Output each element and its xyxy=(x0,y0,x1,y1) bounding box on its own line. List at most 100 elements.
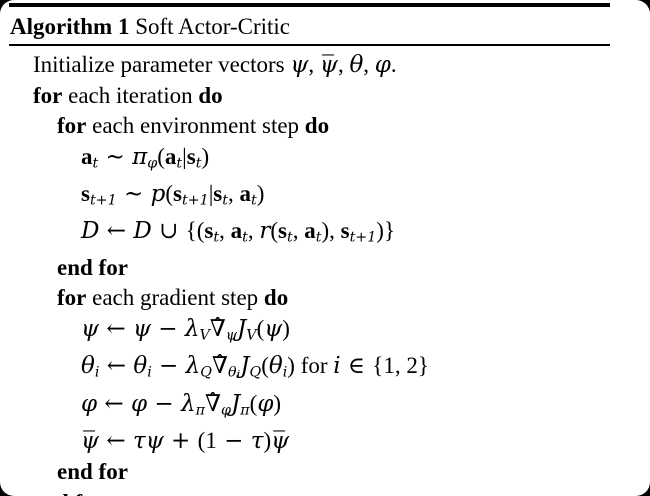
math-segment: t xyxy=(315,229,322,246)
math-segment: ( xyxy=(165,180,173,206)
math-segment: , xyxy=(329,217,341,243)
math-segment: t xyxy=(92,155,99,172)
math-segment: | xyxy=(182,143,187,169)
math-segment: each iteration xyxy=(62,82,199,108)
math-segment: ∇ xyxy=(211,353,228,380)
math-segment: − xyxy=(151,316,185,343)
math-segment: , xyxy=(363,52,375,77)
math-segment: {( xyxy=(185,217,205,243)
math-segment: τ xyxy=(132,428,146,455)
math-segment: V xyxy=(246,327,257,344)
math-segment: t xyxy=(250,192,257,209)
algorithm-line: for each gradient step do xyxy=(0,283,650,314)
math-segment: i xyxy=(147,364,152,381)
math-segment: ( xyxy=(256,316,265,342)
algorithm-line: ψ ← ψ − λVˆ∇ψJV(ψ) xyxy=(81,313,290,344)
algorithm-header: Algorithm 1 Soft Actor-Critic xyxy=(0,7,650,44)
header-rule xyxy=(9,44,610,46)
math-segment: s xyxy=(186,143,196,169)
algorithm-line: st+1 ∼ p(st+1|st, at) xyxy=(0,179,650,216)
math-segment: each environment step xyxy=(86,113,305,139)
math-segment: ∈ xyxy=(340,353,373,380)
math-segment: t xyxy=(213,229,220,246)
math-segment: ∼ xyxy=(98,143,133,170)
math-segment: V xyxy=(199,327,210,344)
math-segment: ψ xyxy=(81,316,100,343)
math-segment: {1, 2} xyxy=(372,353,429,379)
math-segment: ∇ xyxy=(209,316,226,343)
math-segment: θ xyxy=(227,364,237,381)
math-segment: , xyxy=(337,52,350,77)
math-segment: ) xyxy=(273,391,282,417)
math-segment: ∪ xyxy=(151,217,186,244)
math-segment: ψ xyxy=(132,316,151,343)
math-segment: | xyxy=(208,180,214,206)
math-segment: t+1 xyxy=(349,229,377,246)
math-segment: ) xyxy=(282,316,290,342)
math-segment: ψ xyxy=(290,52,309,78)
math-segment: φ xyxy=(257,391,274,418)
math-segment: i xyxy=(282,364,288,381)
math-segment: t+1 xyxy=(89,192,117,209)
math-segment: end for xyxy=(57,459,128,485)
math-segment: s xyxy=(81,180,90,206)
math-segment: ψ xyxy=(264,316,283,343)
math-segment: ) xyxy=(321,217,330,243)
math-segment: ) xyxy=(256,180,265,206)
math-segment: t xyxy=(286,229,293,246)
math-segment: ← xyxy=(99,353,134,380)
math-segment: ψ xyxy=(319,52,338,78)
math-segment: ∇ xyxy=(204,391,222,418)
math-segment: p xyxy=(150,180,166,207)
algorithm-line: D ← D ∪ {(st, at, r(st, at), st+1)} xyxy=(0,216,650,253)
math-segment: a xyxy=(239,180,251,206)
math-segment: ) for xyxy=(287,353,334,379)
math-segment: φ xyxy=(131,391,148,418)
math-segment: ← xyxy=(97,391,132,418)
math-segment: φ xyxy=(221,402,232,419)
algorithm-line: for each environment step do xyxy=(0,111,650,142)
math-segment: do xyxy=(198,82,223,108)
math-segment: ψ xyxy=(145,428,164,455)
math-segment: ← xyxy=(99,428,133,455)
math-segment: − xyxy=(216,428,251,455)
algorithm-line: θi ← θi − λQˆ∇θiJQ(θi) for i ∈ {1, 2} xyxy=(81,350,429,381)
math-segment: r xyxy=(259,217,271,244)
algorithm-line: at ∼ πφ(at|st) xyxy=(0,142,650,179)
math-segment: D xyxy=(81,217,100,244)
math-segment: J xyxy=(240,353,250,380)
math-segment: for xyxy=(57,285,87,311)
math-segment: φ xyxy=(81,391,98,418)
algorithm-body: Initialize parameter vectors ψ, ¯ψ, θ, φ… xyxy=(0,46,650,496)
math-segment: ∼ xyxy=(116,180,151,207)
math-segment: i xyxy=(236,366,241,381)
math-segment: ( xyxy=(197,428,206,454)
algorithm-line: Initialize parameter vectors ψ, ¯ψ, θ, φ… xyxy=(33,51,397,78)
math-segment: π xyxy=(240,402,250,419)
math-segment: Initialize parameter vectors xyxy=(33,52,291,77)
math-segment: i xyxy=(94,364,100,381)
math-segment: a xyxy=(304,217,316,243)
math-segment: π xyxy=(195,402,205,419)
math-segment: ( xyxy=(157,143,165,169)
math-segment: φ xyxy=(147,155,158,172)
math-segment: ( xyxy=(270,217,279,243)
math-segment: , xyxy=(227,180,240,206)
math-segment: J xyxy=(231,391,241,418)
math-segment: for xyxy=(57,113,87,139)
math-segment: ← xyxy=(99,217,134,244)
math-segment: ψ xyxy=(81,428,100,455)
math-segment: ← xyxy=(99,316,133,343)
math-segment: a xyxy=(81,143,93,169)
math-segment: ( xyxy=(249,391,258,417)
math-segment: D xyxy=(133,217,152,244)
algorithm-label: Algorithm 1 xyxy=(10,14,136,39)
math-segment: each gradient step xyxy=(86,285,264,311)
algorithm-title: Soft Actor-Critic xyxy=(135,14,290,39)
math-segment: t xyxy=(176,155,183,172)
math-segment: t+1 xyxy=(181,192,209,209)
top-rule xyxy=(9,3,610,7)
algorithm-line: φ ← φ − λπˆ∇φJπ(φ) xyxy=(81,389,282,419)
math-segment: do xyxy=(263,285,289,311)
math-segment: a xyxy=(164,143,177,169)
